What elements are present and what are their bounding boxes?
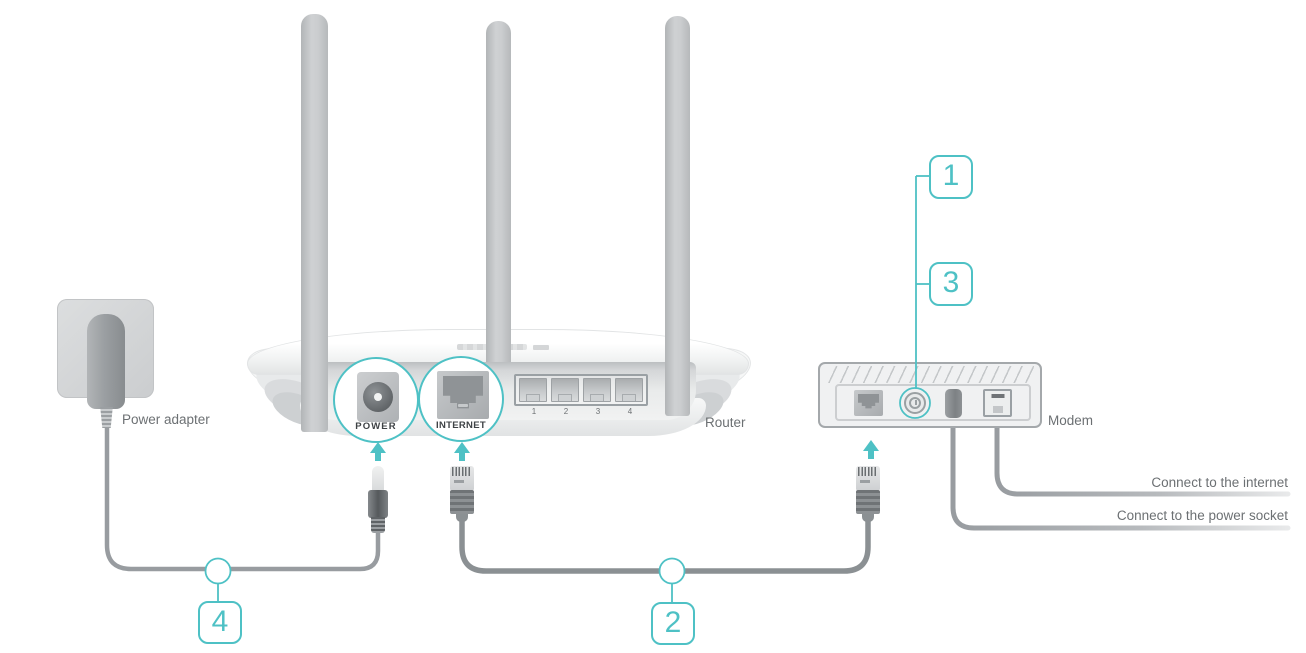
connect-internet-label: Connect to the internet: [1151, 475, 1288, 490]
dc-plug: [368, 490, 388, 518]
lan-port-4: [615, 378, 643, 402]
internet-port-callout-circle: INTERNET: [418, 356, 504, 442]
dc-plug-tip: [372, 466, 384, 492]
modem-top-hatch: [826, 366, 1034, 383]
lan-ports-panel: [514, 374, 648, 406]
power-adapter-cable: [104, 423, 381, 572]
dc-power-port: [357, 372, 399, 422]
up-arrow-icon: [370, 442, 386, 461]
modem-port-panel: [835, 384, 1031, 421]
callout-circle-2: [658, 557, 686, 585]
dc-jack-hole: [363, 382, 393, 412]
router-label: Router: [705, 415, 746, 430]
power-button-ring: [899, 387, 931, 419]
lan-port-3: [583, 378, 611, 402]
modem-power-cable: [950, 409, 1291, 531]
lan-port-1: [519, 378, 547, 402]
antenna-right: [665, 16, 690, 416]
lan-port-number: 1: [531, 407, 537, 416]
power-port-label: POWER: [355, 421, 397, 432]
internet-port: [437, 371, 489, 419]
modem-power-button: [904, 392, 926, 414]
modem-power-socket: [945, 389, 962, 418]
internet-port-label: INTERNET: [436, 420, 486, 431]
power-adapter-plug: [87, 314, 125, 409]
rj45-jack-silhouette: [858, 394, 879, 409]
power-adapter-strain-relief: [100, 407, 113, 428]
dc-plug-strain-relief: [371, 517, 385, 533]
lan-port-number: 3: [595, 407, 601, 416]
callout-step-2: 2: [651, 602, 695, 645]
antenna-center: [486, 21, 511, 372]
modem-internet-cable: [994, 409, 1291, 497]
lan-port-number: 4: [627, 407, 633, 416]
modem-ethernet-port: [854, 390, 883, 416]
up-arrow-icon: [454, 442, 470, 461]
rj45-connector: [856, 466, 880, 522]
modem-label: Modem: [1048, 413, 1094, 428]
callout-circle-4: [204, 557, 232, 585]
lan-port-number: 2: [563, 407, 569, 416]
callout-step-4: 4: [198, 601, 242, 644]
connect-power-socket-label: Connect to the power socket: [1116, 508, 1288, 523]
callout-step-3: 3: [929, 262, 973, 306]
lan-port-2: [551, 378, 579, 402]
rj45-jack-clip: [458, 404, 468, 407]
up-arrow-icon: [863, 440, 879, 459]
modem-internet-port: [983, 389, 1012, 417]
rj45-connector: [450, 466, 474, 522]
antenna-left: [301, 14, 328, 432]
callout-step-1: 1: [929, 155, 973, 199]
power-adapter-label: Power adapter: [122, 412, 210, 427]
dc-jack-pin: [374, 393, 382, 401]
